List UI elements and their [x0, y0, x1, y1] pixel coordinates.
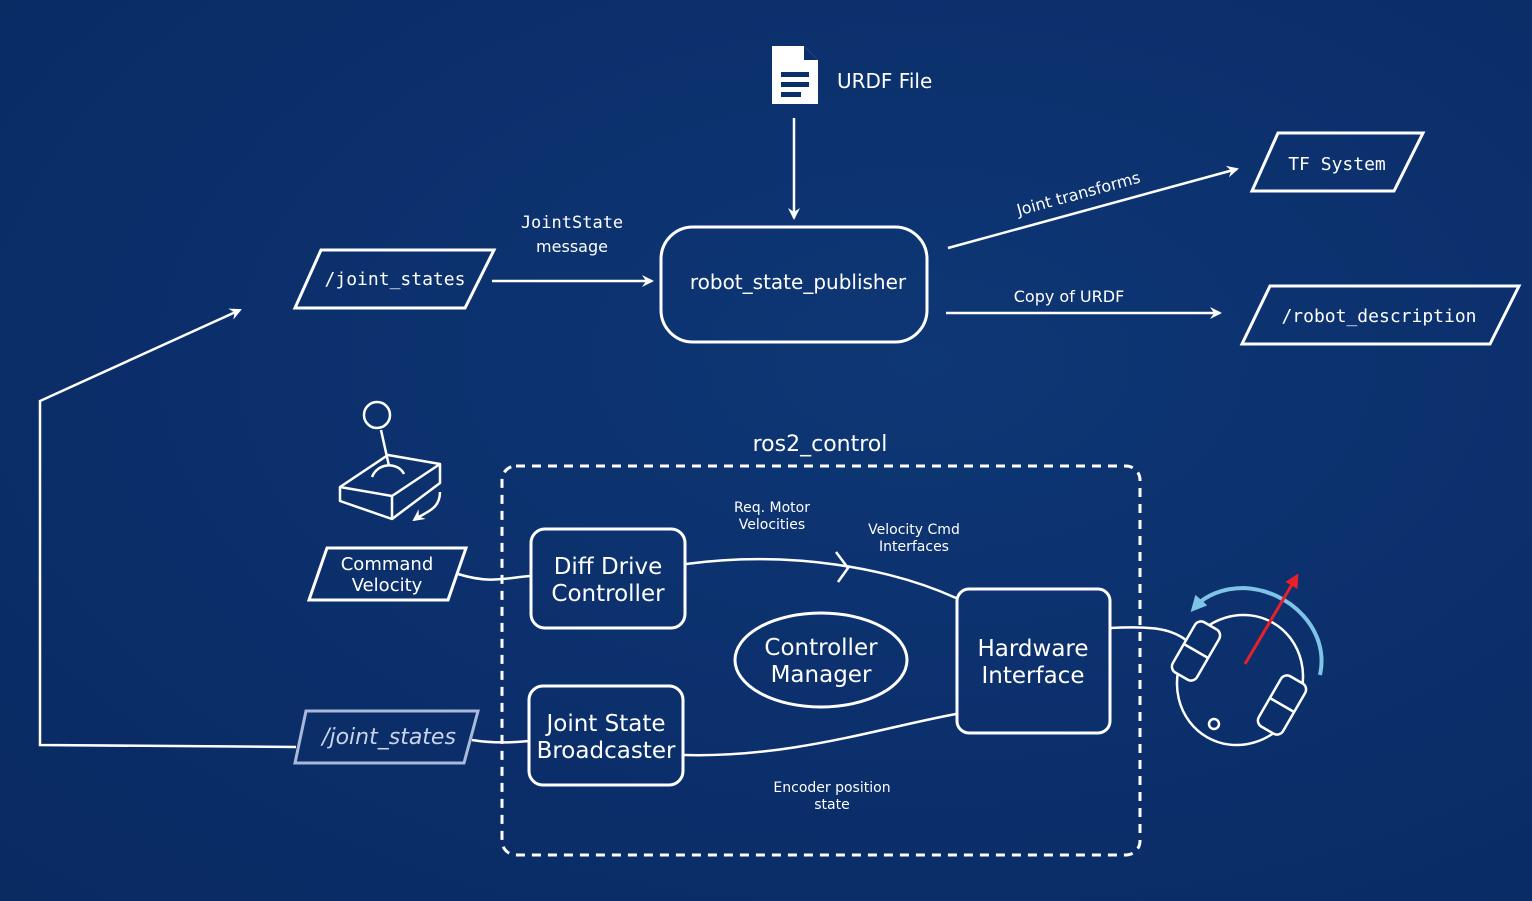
urdf-file-label: URDF File [837, 69, 932, 93]
hardware-interface-line2: Interface [982, 663, 1085, 689]
joint-state-broadcaster-line2: Broadcaster [537, 738, 676, 764]
robot-description-topic[interactable] [1239, 284, 1522, 346]
req-motor-line1: Req. Motor [734, 500, 810, 516]
diff-drive-line2: Controller [551, 581, 665, 607]
hw-to-robot-line [1109, 626, 1187, 642]
velocity-cmd-chevron [835, 551, 850, 583]
encoder-line1: Encoder position [773, 780, 890, 796]
hardware-interface-node[interactable] [955, 587, 1112, 735]
joint-states-topic-bottom[interactable] [293, 709, 480, 765]
joint-transforms-arrow [947, 165, 1239, 250]
document-icon [772, 46, 818, 104]
jointstate-label: JointState [521, 213, 623, 233]
ros2-control-group [500, 464, 1142, 857]
copy-of-urdf-label: Copy of URDF [1014, 287, 1125, 306]
robot-state-publisher-label: robot_state_publisher [690, 270, 907, 294]
joystick-icon [338, 400, 442, 522]
diff-drive-controller-node[interactable] [529, 527, 687, 630]
velocity-cmd-curve [685, 557, 957, 600]
robot-description-label: /robot_description [1281, 306, 1476, 327]
joint-states-topic-top[interactable] [292, 248, 497, 310]
diff-drive-line1: Diff Drive [554, 554, 663, 580]
joint-state-broadcaster-node[interactable] [527, 684, 685, 787]
command-velocity-topic[interactable] [306, 546, 469, 602]
heading-arrow [1243, 573, 1299, 665]
robot-icon [1170, 613, 1308, 747]
joint-state-broadcaster-line1: Joint State [544, 711, 665, 737]
cmd-vel-to-diff-drive-line [457, 572, 531, 581]
controller-manager-line1: Controller [764, 635, 878, 661]
encoder-line2: state [814, 797, 849, 813]
jsb-to-joint-states-line [471, 738, 530, 744]
tf-system-topic[interactable] [1249, 131, 1426, 193]
rotation-arrow [1190, 585, 1324, 676]
encoder-state-curve [683, 712, 957, 757]
req-motor-line2: Velocities [739, 517, 805, 533]
command-velocity-line2: Velocity [352, 575, 423, 596]
hardware-interface-line1: Hardware [977, 636, 1088, 662]
message-label: message [536, 237, 608, 256]
joint-states-bottom-label: /joint_states [320, 725, 456, 750]
tf-system-label: TF System [1288, 154, 1386, 175]
ros2-control-title: ros2_control [753, 432, 888, 457]
controller-manager-node[interactable] [733, 611, 909, 709]
controller-manager-line2: Manager [771, 662, 872, 688]
velocity-cmd-line2: Interfaces [879, 539, 949, 555]
feedback-loop-arrow [38, 308, 297, 749]
robot-state-publisher-node[interactable] [659, 225, 929, 344]
velocity-cmd-line1: Velocity Cmd [868, 522, 960, 538]
joint-states-top-label: /joint_states [325, 269, 466, 290]
command-velocity-line1: Command [341, 554, 434, 575]
